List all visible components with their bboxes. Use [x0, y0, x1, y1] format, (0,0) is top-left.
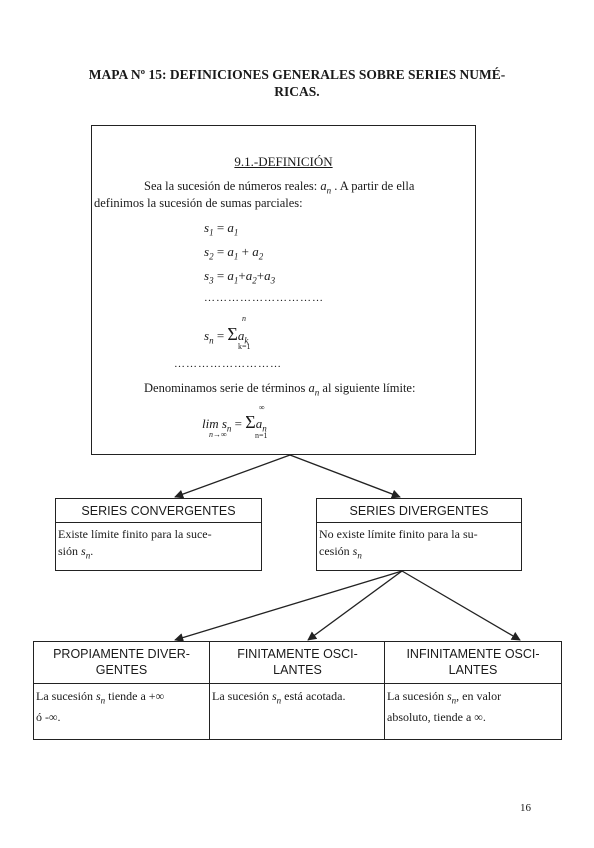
- arrow-to-infinite-osc: [401, 570, 521, 641]
- proper-divider: [34, 683, 209, 684]
- divergent-divider: [317, 522, 521, 523]
- page-title-line2: RICAS.: [274, 84, 320, 99]
- convergent-body: Existe límite finito para la suce- sión …: [58, 526, 257, 564]
- divergent-body: No existe límite finito para la su- cesi…: [319, 526, 517, 564]
- sum-lower-n1: n=1: [255, 431, 268, 440]
- infinite-heading-line1: INFINITAMENTE OSCI-: [406, 647, 540, 661]
- convergent-divider: [56, 522, 261, 523]
- infinite-body-line1: La sucesión sn, en valor: [387, 689, 502, 706]
- definition-intro-line2: definimos la sucesión de sumas parciales…: [94, 196, 303, 210]
- definition-box: 9.1.-DEFINICIÓN Sea la sucesión de númer…: [91, 125, 476, 455]
- intro-text-b: . A partir de ella: [334, 179, 415, 193]
- divergent-body-line2: cesión sn: [319, 544, 362, 561]
- finite-heading-line2: LANTES: [273, 663, 322, 677]
- formula-limit: lim sn = Σan: [202, 412, 267, 434]
- infinite-divider: [385, 683, 561, 684]
- infinite-heading-line2: LANTES: [448, 663, 498, 677]
- finite-body: La sucesión sn está acotada.: [212, 688, 381, 709]
- lim-subscript: n→∞: [209, 430, 227, 439]
- infinite-oscillating-box: INFINITAMENTE OSCI- LANTES La sucesión s…: [384, 641, 562, 740]
- formula-s1: s1 = a1: [204, 220, 239, 238]
- page-title: MAPA Nº 15: DEFINICIONES GENERALES SOBRE…: [40, 66, 554, 100]
- divergent-body-line1: No existe límite finito para la su-: [319, 527, 478, 541]
- proper-body: La sucesión sn tiende a +∞ ó -∞.: [36, 688, 205, 726]
- arrow-to-convergent: [174, 454, 291, 499]
- sum-upper-inf: ∞: [259, 403, 265, 412]
- page-title-line1: MAPA Nº 15: DEFINICIONES GENERALES SOBRE…: [88, 67, 506, 82]
- formula-s2: s2 = a1 + a2: [204, 244, 264, 262]
- finite-divider: [210, 683, 385, 684]
- proper-body-line1: La sucesión sn tiende a +∞: [36, 689, 165, 706]
- proper-heading-line2: GENTES: [95, 663, 148, 677]
- convergent-body-line2: sión sn.: [58, 544, 94, 561]
- convergent-body-line1: Existe límite finito para la suce-: [58, 527, 212, 541]
- divergent-heading: SERIES DIVERGENTES: [349, 504, 489, 518]
- definition-heading: 9.1.-DEFINICIÓN: [234, 154, 333, 169]
- arrow-to-proper: [174, 570, 403, 642]
- closing-text-b: al siguiente límite:: [322, 381, 416, 395]
- infinite-heading: INFINITAMENTE OSCI- LANTES: [385, 646, 561, 678]
- finite-body-line1: La sucesión sn está acotada.: [212, 689, 346, 706]
- proper-body-line2: ó -∞.: [36, 710, 61, 725]
- proper-divergent-box: PROPIAMENTE DIVER- GENTES La sucesión sn…: [33, 641, 210, 740]
- finite-oscillating-box: FINITAMENTE OSCI- LANTES La sucesión sn …: [209, 641, 386, 740]
- sum-lower-k1: k=1: [238, 342, 251, 351]
- divergent-box: SERIES DIVERGENTES No existe límite fini…: [316, 498, 522, 571]
- intro-text-a: Sea la sucesión de números reales:: [144, 179, 318, 193]
- finite-heading: FINITAMENTE OSCI- LANTES: [210, 646, 385, 678]
- proper-heading: PROPIAMENTE DIVER- GENTES: [34, 646, 209, 678]
- finite-heading-line1: FINITAMENTE OSCI-: [237, 647, 358, 661]
- page-number: 16: [520, 802, 531, 814]
- proper-heading-line1: PROPIAMENTE DIVER-: [53, 647, 190, 661]
- infinite-body-line2: absoluto, tiende a ∞.: [387, 710, 486, 725]
- closing-text-a: Denominamos serie de términos: [144, 381, 306, 395]
- infinite-body: La sucesión sn, en valor absoluto, tiend…: [387, 688, 557, 726]
- sum-upper-n: n: [242, 314, 246, 323]
- dots-separator-1: …………………………: [204, 292, 324, 304]
- arrow-to-finite-osc: [307, 570, 403, 641]
- arrow-to-divergent: [289, 454, 401, 499]
- convergent-heading: SERIES CONVERGENTES: [81, 504, 236, 518]
- series-definition-text: Denominamos serie de términos an al sigu…: [144, 380, 474, 402]
- formula-s3: s3 = a1+a2+a3: [204, 268, 276, 286]
- definition-intro: Sea la sucesión de números reales: an . …: [144, 178, 474, 200]
- formula-an: an: [320, 179, 332, 196]
- convergent-box: SERIES CONVERGENTES Existe límite finito…: [55, 498, 262, 571]
- formula-sn: sn = Σak: [204, 324, 249, 346]
- dots-separator-2: ………………………: [174, 358, 282, 370]
- formula-an-2: an: [308, 381, 320, 398]
